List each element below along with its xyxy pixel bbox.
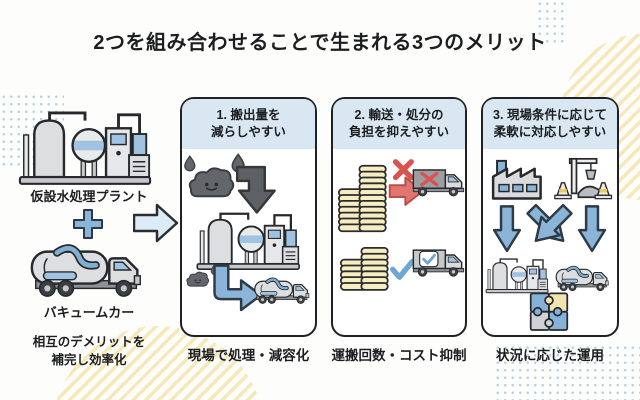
panel-3-illustration: [483, 157, 613, 331]
blue-check-icon: [389, 258, 415, 280]
truck-crossed-icon: [411, 168, 465, 198]
panel-3-header: 3. 現場条件に応じて 柔軟に対応しやすい: [483, 99, 617, 149]
sludge-cloud-icon: [188, 167, 235, 198]
red-arrow-icon: [388, 176, 424, 206]
panel-1-caption: 現場で処理・減容化: [187, 348, 310, 363]
crane-site-icon: [554, 157, 613, 200]
blue-bent-arrow-icon: [213, 264, 263, 312]
page-title: 2つを組み合わせることで生まれる3つのメリット: [93, 32, 547, 54]
vacuum-truck-icon: [24, 240, 152, 300]
coin-stack-icon: [337, 164, 387, 233]
merit-panel-2: 2. 輸送・処分の 負担を抑えやすい: [331, 97, 467, 337]
sludge-icon: [186, 271, 210, 287]
note-line1: 相互のデメリットを: [32, 335, 146, 349]
dot-pattern-bottom-right: [494, 344, 640, 400]
panel-2-title-line2: 負担を抑えやすい: [348, 125, 449, 139]
truck-label: バキュームカー: [43, 305, 135, 320]
merge-arrow-icon: [133, 203, 179, 243]
panel-3-title-line1: 3. 現場条件に応じて: [493, 107, 607, 122]
panel-2-caption: 運搬回数・コスト抑制: [331, 348, 467, 363]
panel-2-title-line1: 2. 輸送・処分の: [354, 107, 444, 122]
down-bent-arrow-icon: [235, 165, 276, 214]
left-note: 相互のデメリットを 補完し効率化: [0, 333, 178, 369]
plant-label: 仮設水処理プラント: [30, 189, 148, 204]
panel-3-title-line2: 柔軟に対応しやすい: [493, 125, 607, 139]
panel-3-caption: 状況に応じた運用: [496, 348, 604, 363]
vacuum-truck-icon: [554, 265, 611, 293]
panel-1-title-line1: 1. 搬出量を: [216, 107, 281, 122]
note-line2: 補完し効率化: [51, 353, 127, 368]
plus-icon: [73, 209, 103, 239]
vacuum-truck-icon: [255, 280, 309, 304]
merit-panel-1: 1. 搬出量を 減らしやすい: [180, 97, 317, 337]
coin-stack-icon: [339, 246, 389, 291]
water-treatment-plant-icon: [18, 106, 152, 185]
water-treatment-plant-icon: [197, 214, 299, 269]
truck-checked-icon: [411, 248, 465, 278]
panel-2-illustration: [337, 159, 465, 291]
panel-1-header: 1. 搬出量を 減らしやすい: [182, 99, 315, 149]
factory-icon: [491, 159, 542, 200]
puzzle-icon: [529, 292, 569, 331]
red-cross-icon: [392, 159, 414, 181]
merit-panel-3: 3. 現場条件に応じて 柔軟に対応しやすい: [481, 97, 619, 337]
droplet-icon: [184, 155, 196, 172]
panel-1-illustration: [184, 153, 315, 312]
panel-2-header: 2. 輸送・処分の 負担を抑えやすい: [333, 99, 465, 149]
water-treatment-plant-icon: [486, 259, 548, 293]
dot-pattern-top-right: [536, 0, 568, 46]
crossed-arrows-icon: [492, 199, 607, 253]
panel-1-title-line2: 減らしやすい: [211, 125, 286, 139]
